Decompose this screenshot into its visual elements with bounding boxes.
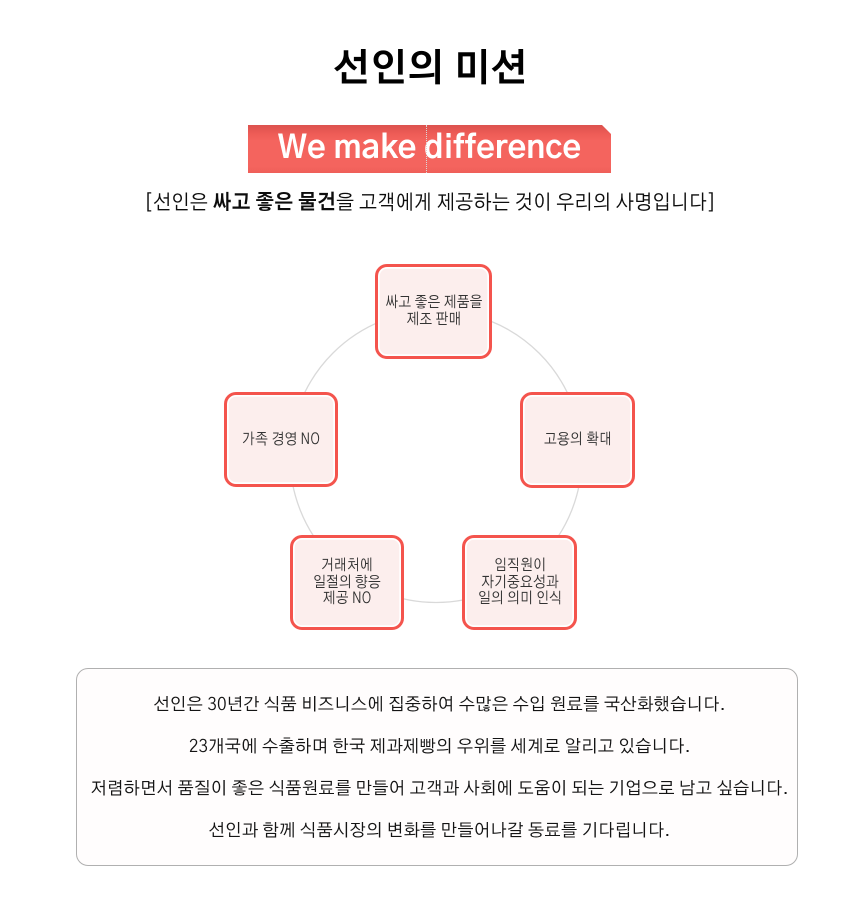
mission-banner-label: We make difference <box>277 133 582 165</box>
mission-line-4-text: 선인과 함께 식품시장의 변화를 만들어나갈 동료를 기다립니다. <box>208 822 671 841</box>
diagram-node-no-entertainment: 거래처에 일절의 향응 제공 NO <box>290 535 404 630</box>
mission-line-1-text: 선인은 30년간 식품 비즈니스에 집중하여 수많은 수입 원료를 국산화했습니… <box>153 695 726 714</box>
mission-line-2: 23개국에 수출하며 한국 제과제빵의 우위를 세계로 알리고 있습니다. <box>80 726 800 768</box>
diagram-node-recognition: 임직원이 자기중요성과 일의 의미 인식 <box>462 535 577 630</box>
diagram-node-no-entertainment-text: 거래처에 일절의 향응 제공 NO <box>312 558 382 608</box>
page-title-text: 선인의 미션 <box>332 51 528 89</box>
page-title: 선인의 미션 <box>0 50 860 90</box>
mission-line-4: 선인과 함께 식품시장의 변화를 만들어나갈 동료를 기다립니다. <box>80 810 800 852</box>
mission-statement-prefix: [선인은 <box>144 194 213 214</box>
diagram-node-employment-text: 고용의 확대 <box>543 433 612 449</box>
guide-dotted-line <box>426 125 427 173</box>
diagram-node-product-text: 싸고 좋은 제품을 제조 판매 <box>384 296 483 328</box>
diagram-node-no-family-management: 가족 경영 NO <box>224 392 338 487</box>
mission-banner: We make difference <box>248 125 611 173</box>
diagram-node-employment: 고용의 확대 <box>520 392 635 488</box>
diagram-node-no-family-management-text: 가족 경영 NO <box>242 432 320 448</box>
mission-line-1: 선인은 30년간 식품 비즈니스에 집중하여 수많은 수입 원료를 국산화했습니… <box>80 684 800 726</box>
mission-statement-suffix: 을 고객에게 제공하는 것이 우리의 사명입니다] <box>335 194 716 214</box>
mission-description-panel: 선인은 30년간 식품 비즈니스에 집중하여 수많은 수입 원료를 국산화했습니… <box>76 668 798 866</box>
diagram-node-recognition-text: 임직원이 자기중요성과 일의 의미 인식 <box>477 558 562 608</box>
diagram-node-product: 싸고 좋은 제품을 제조 판매 <box>375 264 492 359</box>
mission-statement-text: [선인은 싸고 좋은 물건을 고객에게 제공하는 것이 우리의 사명입니다] <box>144 189 715 219</box>
mission-description-lines: 선인은 30년간 식품 비즈니스에 집중하여 수많은 수입 원료를 국산화했습니… <box>80 684 800 852</box>
mission-statement-bold: 싸고 좋은 물건 <box>212 194 336 214</box>
mission-statement: [선인은 싸고 좋은 물건을 고객에게 제공하는 것이 우리의 사명입니다] <box>0 189 860 219</box>
mission-line-2-text: 23개국에 수출하며 한국 제과제빵의 우위를 세계로 알리고 있습니다. <box>188 737 691 756</box>
mission-banner-label-row: We make difference <box>248 125 611 173</box>
mission-line-3-text: 저렴하면서 품질이 좋은 식품원료를 만들어 고객과 사회에 도움이 되는 기업… <box>90 779 789 798</box>
mission-line-3: 저렴하면서 품질이 좋은 식품원료를 만들어 고객과 사회에 도움이 되는 기업… <box>80 768 800 810</box>
